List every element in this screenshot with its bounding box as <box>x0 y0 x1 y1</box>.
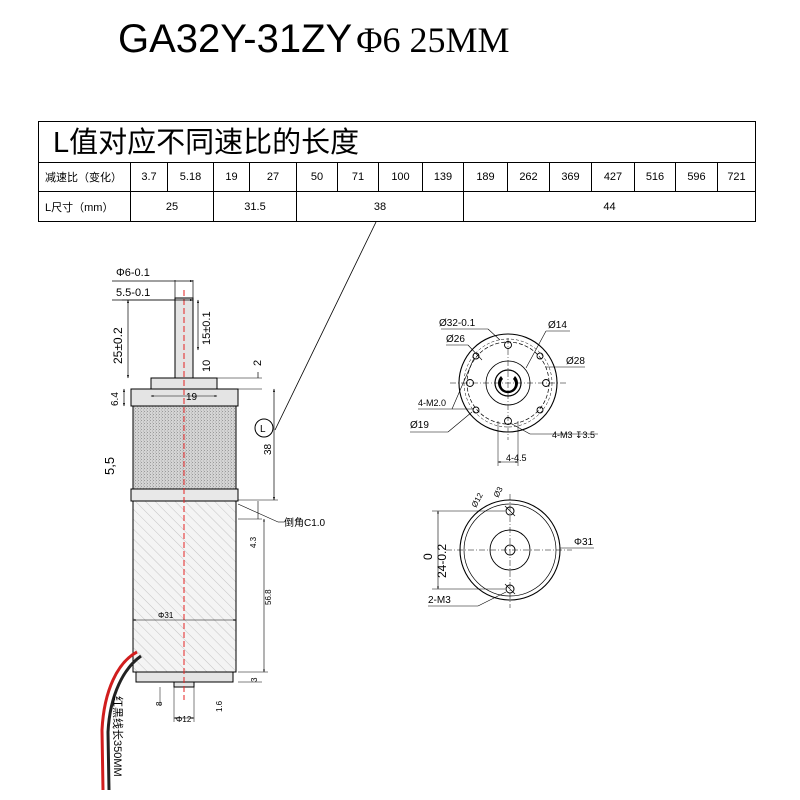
rear-d3-label: Ø3 <box>492 485 505 499</box>
wire-note-label: 红黑线长350MM <box>111 696 125 777</box>
boss-dia-label: 19 <box>186 392 198 403</box>
length-cell: 44 <box>464 192 756 222</box>
d19-label: Ø19 <box>410 420 429 431</box>
ratio-cell: 19 <box>214 163 250 192</box>
m2-hole <box>472 406 480 414</box>
ratio-cell: 369 <box>550 163 592 192</box>
d32-label: Ø32-0.1 <box>439 318 476 329</box>
shaft-spec: Φ6 25MM <box>356 20 510 60</box>
ratio-length-table: L值对应不同速比的长度 减速比（变化） 3.7 5.18 19 27 50 71… <box>38 121 756 222</box>
motor-len-label: 56.8 <box>264 589 273 605</box>
d26-label: Ø26 <box>446 334 465 345</box>
shaft-length-label: 25±0.2 <box>111 327 125 364</box>
dim-4-3-label: 4.3 <box>249 536 258 548</box>
shaft-flat-label: 5.5-0.1 <box>116 287 150 299</box>
m3-hole <box>504 341 512 349</box>
ratio-cell: 189 <box>464 163 508 192</box>
rear-shaft-circle <box>504 544 516 556</box>
dim-8-label: 8 <box>155 701 164 706</box>
ratio-header: 减速比（变化） <box>38 163 131 192</box>
length-cell: 38 <box>297 192 464 222</box>
rear-d31-label: Φ31 <box>574 537 594 548</box>
rear-d12-label: Ø12 <box>470 491 485 509</box>
black-wire <box>106 654 142 791</box>
ratio-cell: 27 <box>250 163 297 192</box>
chamfer-label: 倒角C1.0 <box>284 517 326 529</box>
ratio-cell: 139 <box>423 163 464 192</box>
rear-m3-hole <box>505 584 515 594</box>
flange-circle <box>458 333 558 433</box>
model-number: GA32Y-31ZY <box>118 17 353 61</box>
length-cell: 25 <box>131 192 214 222</box>
shaft-flat-mark <box>498 376 519 394</box>
front-view: Ø32-0.1 Ø14 Ø26 Ø28 4-M2.0 Ø19 4-M3 ↧3.5… <box>410 318 598 466</box>
rear-view: Ø12 Ø3 Φ31 0 24-0.2 2-M3 <box>421 485 594 608</box>
ratio-cell: 262 <box>508 163 550 192</box>
dim-5-5-label: 5,5 <box>102 457 117 475</box>
ratio-cell: 5.18 <box>168 163 214 192</box>
m3-label: 4-M3 ↧3.5 <box>552 430 595 440</box>
red-wire <box>100 650 138 791</box>
rear-dim-24-label: 24-0.2 <box>435 544 449 578</box>
m2-hole <box>472 352 480 360</box>
length-cell: 31.5 <box>214 192 297 222</box>
dim-6-4-label: 6.4 <box>110 392 121 406</box>
ratio-cell: 3.7 <box>131 163 168 192</box>
dim-3-label: 3 <box>250 677 259 682</box>
ratio-cell: 427 <box>592 163 635 192</box>
gearbox-len-label: 38 <box>263 443 274 455</box>
m2-hole <box>536 406 544 414</box>
m3-hole <box>504 417 512 425</box>
d28-label: Ø28 <box>566 356 585 367</box>
ratio-cell: 71 <box>338 163 379 192</box>
side-view: Φ6-0.1 5.5-0.1 25±0.2 15±0.1 10 2 6.4 19… <box>100 267 326 791</box>
dim-1-6-label: 1.6 <box>215 700 224 712</box>
shaft-dia-label: Φ6-0.1 <box>116 267 150 279</box>
table-caption: L值对应不同速比的长度 <box>38 121 756 163</box>
m3-hole <box>466 379 474 387</box>
dim-2-label: 2 <box>252 360 264 366</box>
m2-label: 4-M2.0 <box>418 398 446 408</box>
dim-4-45-label: 4-4.5 <box>506 453 527 463</box>
l-marker <box>254 418 274 438</box>
length-header: L尺寸（mm） <box>38 192 131 222</box>
table-caption-text: L值对应不同速比的长度 <box>53 127 360 159</box>
d14-label: Ø14 <box>548 320 567 331</box>
rear-zero-label: 0 <box>421 553 435 560</box>
m2-hole <box>536 352 544 360</box>
m3-hole <box>542 379 550 387</box>
rear-m3-label: 2-M3 <box>428 595 451 606</box>
flat-length-label: 15±0.1 <box>201 311 213 345</box>
rear-outer-circle <box>459 499 561 601</box>
ratio-cell: 50 <box>297 163 338 192</box>
l-leader-line <box>274 221 377 431</box>
motor-dia-label: Φ31 <box>158 611 174 620</box>
rear-m3-hole <box>505 506 515 516</box>
bolt-circle-26 <box>466 341 550 425</box>
ratio-cell: 721 <box>718 163 756 192</box>
ratio-cell: 596 <box>676 163 718 192</box>
ratio-cell: 516 <box>635 163 676 192</box>
rear-boss-circle <box>489 529 531 571</box>
dim-10-label: 10 <box>201 360 213 372</box>
l-marker-label: L <box>260 424 266 435</box>
ratio-cell: 100 <box>379 163 423 192</box>
rear-inner-circle <box>463 503 557 597</box>
shaft-circle <box>494 369 522 397</box>
boss-circle-14 <box>485 360 531 406</box>
bolt-circle-28 <box>463 338 553 428</box>
rear-boss-label: Φ12 <box>176 715 192 724</box>
